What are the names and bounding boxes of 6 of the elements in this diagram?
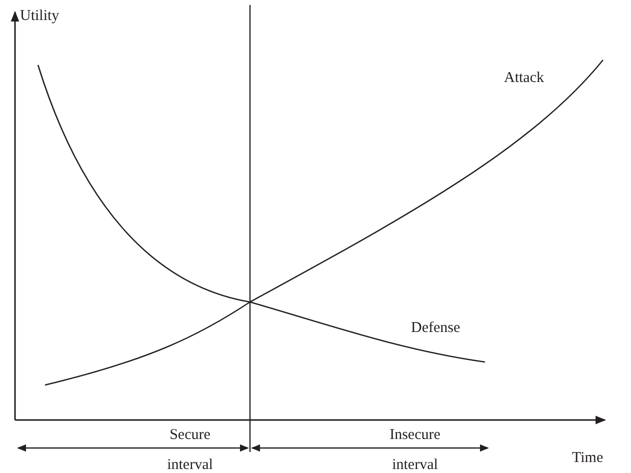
curve-label: Defense <box>411 320 460 337</box>
curve-label: Attack <box>504 70 544 87</box>
axis-label: Time <box>572 450 604 467</box>
interval-label: Secure interval <box>166 426 214 473</box>
interval-label: Insecure interval <box>388 426 442 473</box>
axis-label: Utility <box>20 8 60 25</box>
